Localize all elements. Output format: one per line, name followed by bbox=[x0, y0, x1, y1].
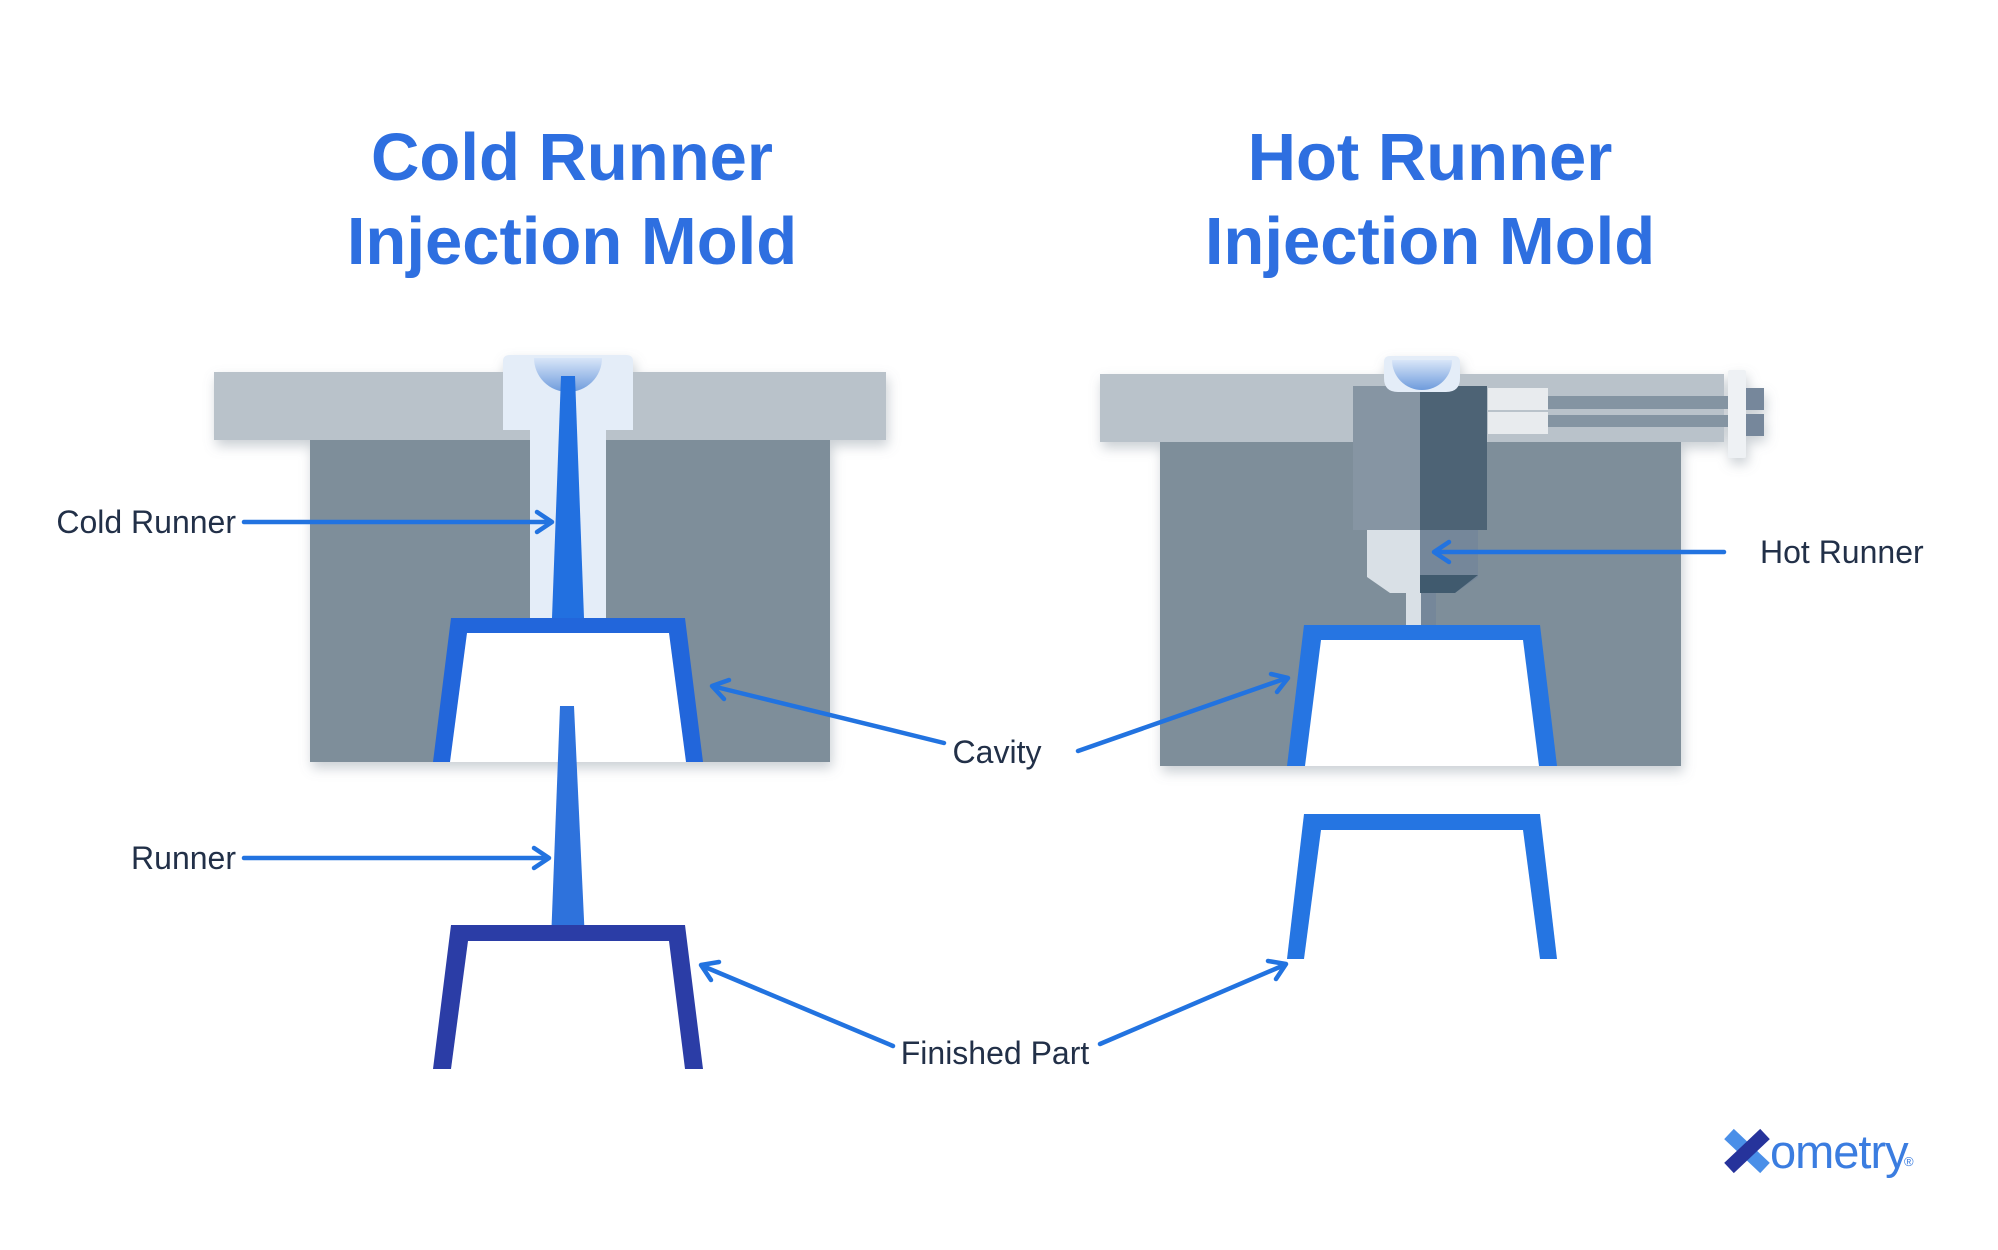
cavity-right-arrowhead-icon bbox=[1268, 671, 1291, 695]
right-title: Hot Runner Injection Mold bbox=[1205, 120, 1655, 279]
nozzle-tip-right bbox=[1421, 593, 1436, 627]
heater-pipe-bottom bbox=[1548, 415, 1728, 427]
left-title-line1: Cold Runner bbox=[371, 120, 773, 195]
logo-registered-mark: ® bbox=[1904, 1154, 1914, 1169]
hot-nozzle-chamfer bbox=[1420, 575, 1478, 593]
cold-runner-sprue bbox=[552, 376, 584, 618]
cavity-label: Cavity bbox=[953, 734, 1042, 770]
right-title-line2: Injection Mold bbox=[1205, 204, 1655, 279]
right-title-line1: Hot Runner bbox=[1248, 120, 1613, 195]
hot-nozzle-body-left bbox=[1367, 530, 1420, 593]
finished-part-right-arrowhead-icon bbox=[1265, 958, 1289, 982]
finished-part-arrow-right bbox=[1097, 958, 1289, 1047]
cold-runner-arrowhead-icon bbox=[534, 509, 555, 535]
heater-pipe-top bbox=[1548, 396, 1728, 409]
ejected-runner-cone bbox=[551, 706, 585, 941]
hot-runner-arrowhead-icon bbox=[1431, 539, 1452, 565]
runner-arrowhead-icon bbox=[531, 845, 552, 871]
cold-runner-mold bbox=[214, 355, 886, 762]
logo-x-dark-stroke-icon bbox=[1724, 1128, 1770, 1174]
hot-part-interior bbox=[1304, 830, 1540, 959]
cold-runner-label: Cold Runner bbox=[56, 504, 236, 540]
heater-stub-top bbox=[1746, 388, 1764, 410]
cavity-right-arrow-line bbox=[1075, 676, 1287, 754]
annotation-labels: Cold Runner Runner Cavity Finished Part … bbox=[56, 504, 1924, 1071]
left-title: Cold Runner Injection Mold bbox=[347, 120, 797, 279]
heater-stub-bottom bbox=[1746, 414, 1764, 436]
cold-part-interior bbox=[451, 941, 685, 1069]
finished-part-arrow-left bbox=[698, 959, 896, 1049]
manifold-housing-left bbox=[1353, 386, 1420, 530]
annotation-arrows bbox=[241, 509, 1727, 1049]
hot-finished-part bbox=[1287, 814, 1557, 959]
heater-end-plate bbox=[1728, 370, 1746, 458]
hot-sprue-funnel bbox=[1392, 360, 1452, 390]
finished-part-left-arrowhead-icon bbox=[698, 959, 722, 983]
hot-runner-mold bbox=[1100, 356, 1764, 766]
runner-label: Runner bbox=[131, 840, 236, 876]
manifold-housing-right bbox=[1420, 386, 1487, 530]
nozzle-tip-left bbox=[1406, 593, 1421, 627]
cold-mold-cavity-opening bbox=[450, 633, 686, 762]
heater-connector-top bbox=[1488, 388, 1548, 410]
cold-finished-part bbox=[433, 706, 703, 1069]
hot-runner-arrow bbox=[1431, 539, 1727, 565]
logo-wordmark: ometry bbox=[1770, 1125, 1909, 1178]
finished-part-label: Finished Part bbox=[901, 1035, 1090, 1071]
hot-runner-label: Hot Runner bbox=[1760, 534, 1924, 570]
finished-part-left-arrow-line bbox=[702, 964, 896, 1049]
xometry-logo: ometry ® bbox=[1724, 1125, 1914, 1178]
cavity-left-arrowhead-icon bbox=[709, 677, 732, 702]
hot-mold-cavity-opening bbox=[1305, 640, 1539, 766]
left-title-line2: Injection Mold bbox=[347, 204, 797, 279]
cavity-arrow-right bbox=[1075, 671, 1291, 754]
finished-part-right-arrow-line bbox=[1097, 963, 1285, 1047]
cavity-arrow-left bbox=[709, 677, 947, 746]
cavity-left-arrow-line bbox=[713, 684, 947, 746]
cold-sprue-funnel bbox=[534, 358, 602, 392]
runner-arrow bbox=[241, 845, 552, 871]
cold-runner-arrow bbox=[241, 509, 555, 535]
heater-connector-bottom bbox=[1488, 412, 1548, 434]
